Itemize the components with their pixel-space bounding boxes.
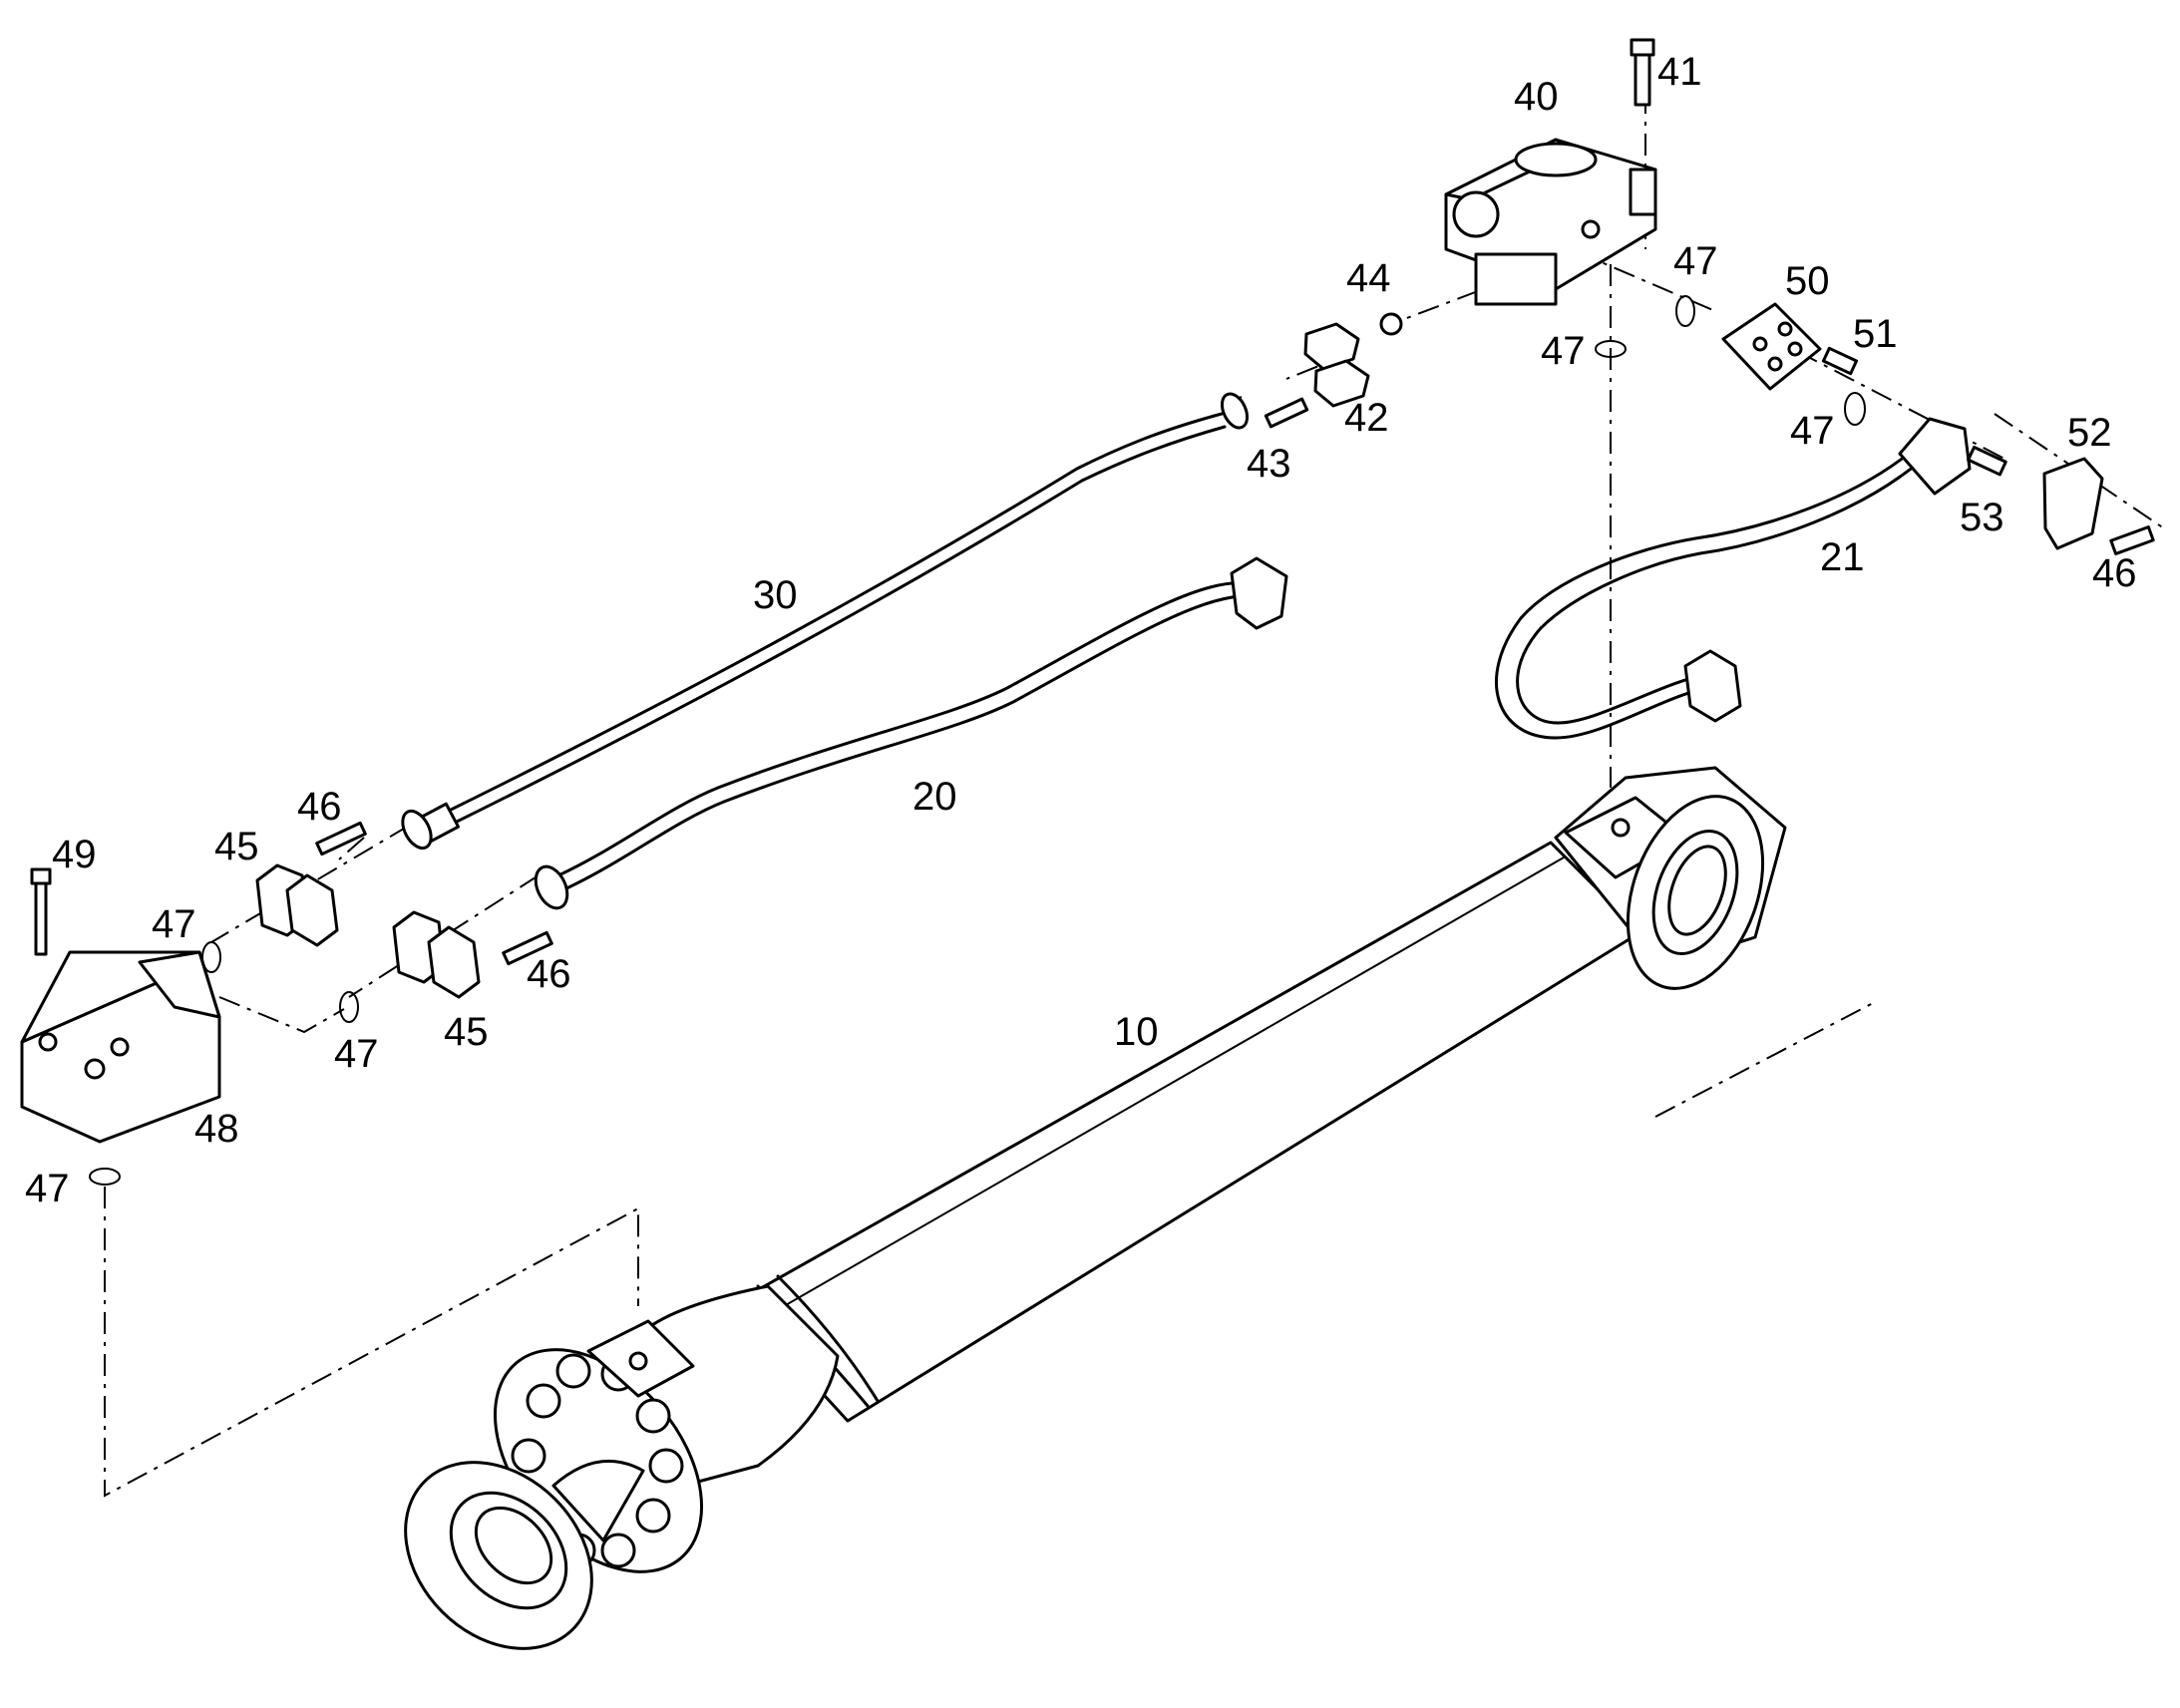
callout-50: 50 (1785, 259, 1830, 303)
callout-43: 43 (1247, 442, 1291, 486)
callout-47-block-lower: 47 (334, 1032, 379, 1076)
flange-50 (1721, 302, 1822, 391)
callout-53: 53 (1960, 496, 2004, 539)
o-rings (89, 295, 1866, 1186)
clamp-45-upper (255, 863, 339, 947)
callout-41: 41 (1657, 50, 1702, 94)
callout-20: 20 (912, 775, 957, 819)
hydraulic-cylinder (404, 766, 1787, 1650)
callout-46-right: 46 (2092, 551, 2137, 595)
callout-21: 21 (1820, 535, 1865, 579)
bolt-49 (30, 867, 52, 956)
valve-block (1444, 138, 1657, 306)
callout-46-lower: 46 (527, 952, 571, 996)
callout-30: 30 (753, 573, 798, 617)
callout-47-valve-bottom: 47 (1541, 329, 1586, 373)
callout-47-valve-side: 47 (1673, 239, 1718, 283)
clamp-42-44 (1303, 312, 1403, 408)
callout-51: 51 (1853, 312, 1898, 356)
callout-46-upper: 46 (297, 785, 342, 829)
bolt-41 (1630, 38, 1655, 107)
pipe-21 (1495, 417, 1972, 740)
callout-44: 44 (1346, 256, 1391, 300)
assembly-lines (104, 50, 2165, 1498)
clamp-45-lower (392, 910, 481, 999)
clamp-52 (2042, 457, 2104, 550)
callout-47-block-bottom: 47 (25, 1167, 70, 1210)
callout-47-flange: 47 (1790, 409, 1835, 453)
pipe-20 (534, 556, 1288, 910)
callout-48: 48 (194, 1107, 239, 1151)
gland-flange-bolts (511, 1353, 684, 1568)
callout-45-upper: 45 (214, 825, 259, 868)
callout-labels: 10 20 21 30 40 41 42 43 44 45 45 46 46 4… (25, 50, 2137, 1210)
pipe-30 (401, 392, 1250, 851)
callout-52: 52 (2067, 411, 2112, 455)
block-48 (20, 950, 221, 1144)
callout-40: 40 (1514, 75, 1559, 119)
callout-45-lower: 45 (444, 1010, 489, 1054)
callout-10: 10 (1114, 1010, 1159, 1054)
callout-47-block-upper: 47 (152, 902, 196, 946)
screws (315, 346, 2155, 966)
callout-42: 42 (1344, 396, 1389, 440)
callout-49: 49 (52, 833, 97, 876)
